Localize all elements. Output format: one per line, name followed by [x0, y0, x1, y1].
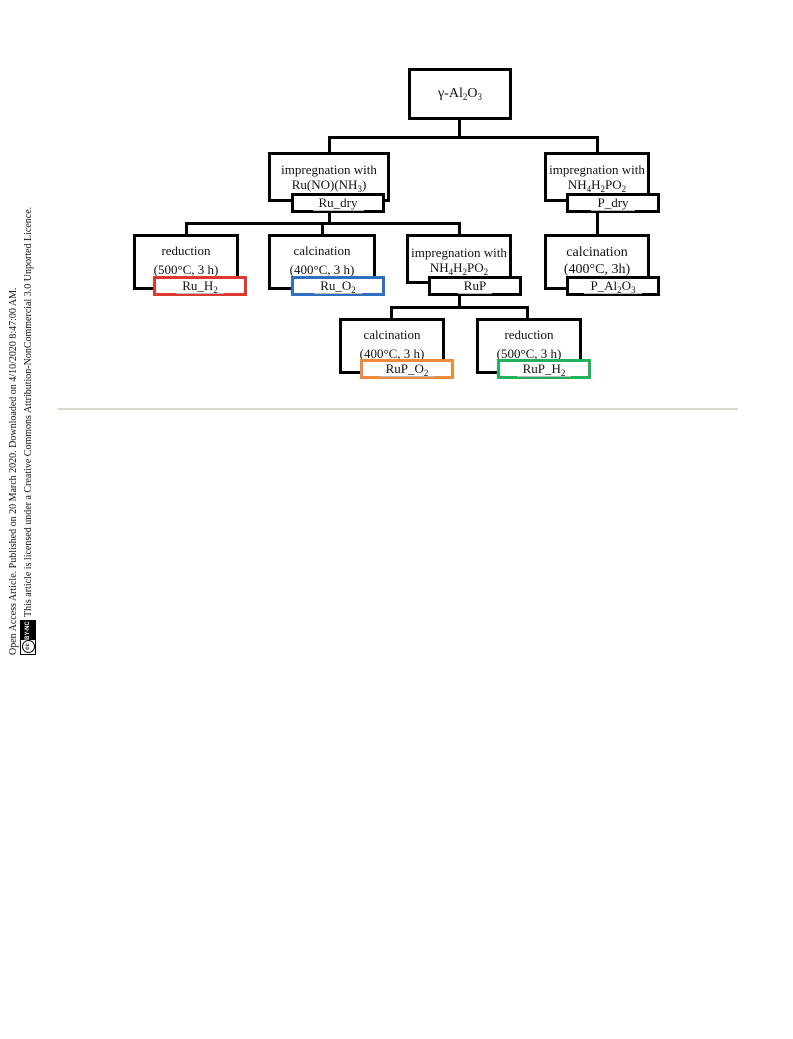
rup-o2-label: RuP_O2 [360, 359, 454, 379]
connector [328, 136, 331, 154]
rup-h2-label: RuP_H2 [497, 359, 591, 379]
ru-h2-label: Ru_H2 [153, 276, 247, 296]
section-divider [58, 408, 738, 410]
cc-logo-icon: cc [22, 640, 35, 653]
ru-dry-label: Ru_dry [291, 193, 385, 213]
connector [185, 222, 188, 236]
gamma-alumina-node: γ-Al2O3 [408, 68, 512, 120]
connector [458, 222, 461, 236]
connector [596, 210, 599, 236]
rup-label: RuP [428, 276, 522, 296]
connector [390, 306, 528, 309]
cc-by-nc-badge[interactable]: cc BY-NC [20, 620, 36, 655]
connector [458, 118, 461, 138]
connector [321, 222, 324, 236]
p-dry-label: P_dry [566, 193, 660, 213]
ru-o2-label: Ru_O2 [291, 276, 385, 296]
by-nc-label: BY-NC [21, 621, 35, 640]
connector [390, 306, 393, 320]
connector [328, 136, 598, 139]
connector [596, 136, 599, 154]
connector [526, 306, 529, 320]
connector [458, 294, 461, 308]
connector [328, 210, 331, 224]
p-al2o3-label: P_Al2O3 [566, 276, 660, 296]
synthesis-flow-diagram: γ-Al2O3 impregnation with Ru(NO)(NH3) Ru… [0, 0, 793, 420]
rup-impregnation-node: impregnation with NH4H2PO2 [406, 234, 512, 284]
